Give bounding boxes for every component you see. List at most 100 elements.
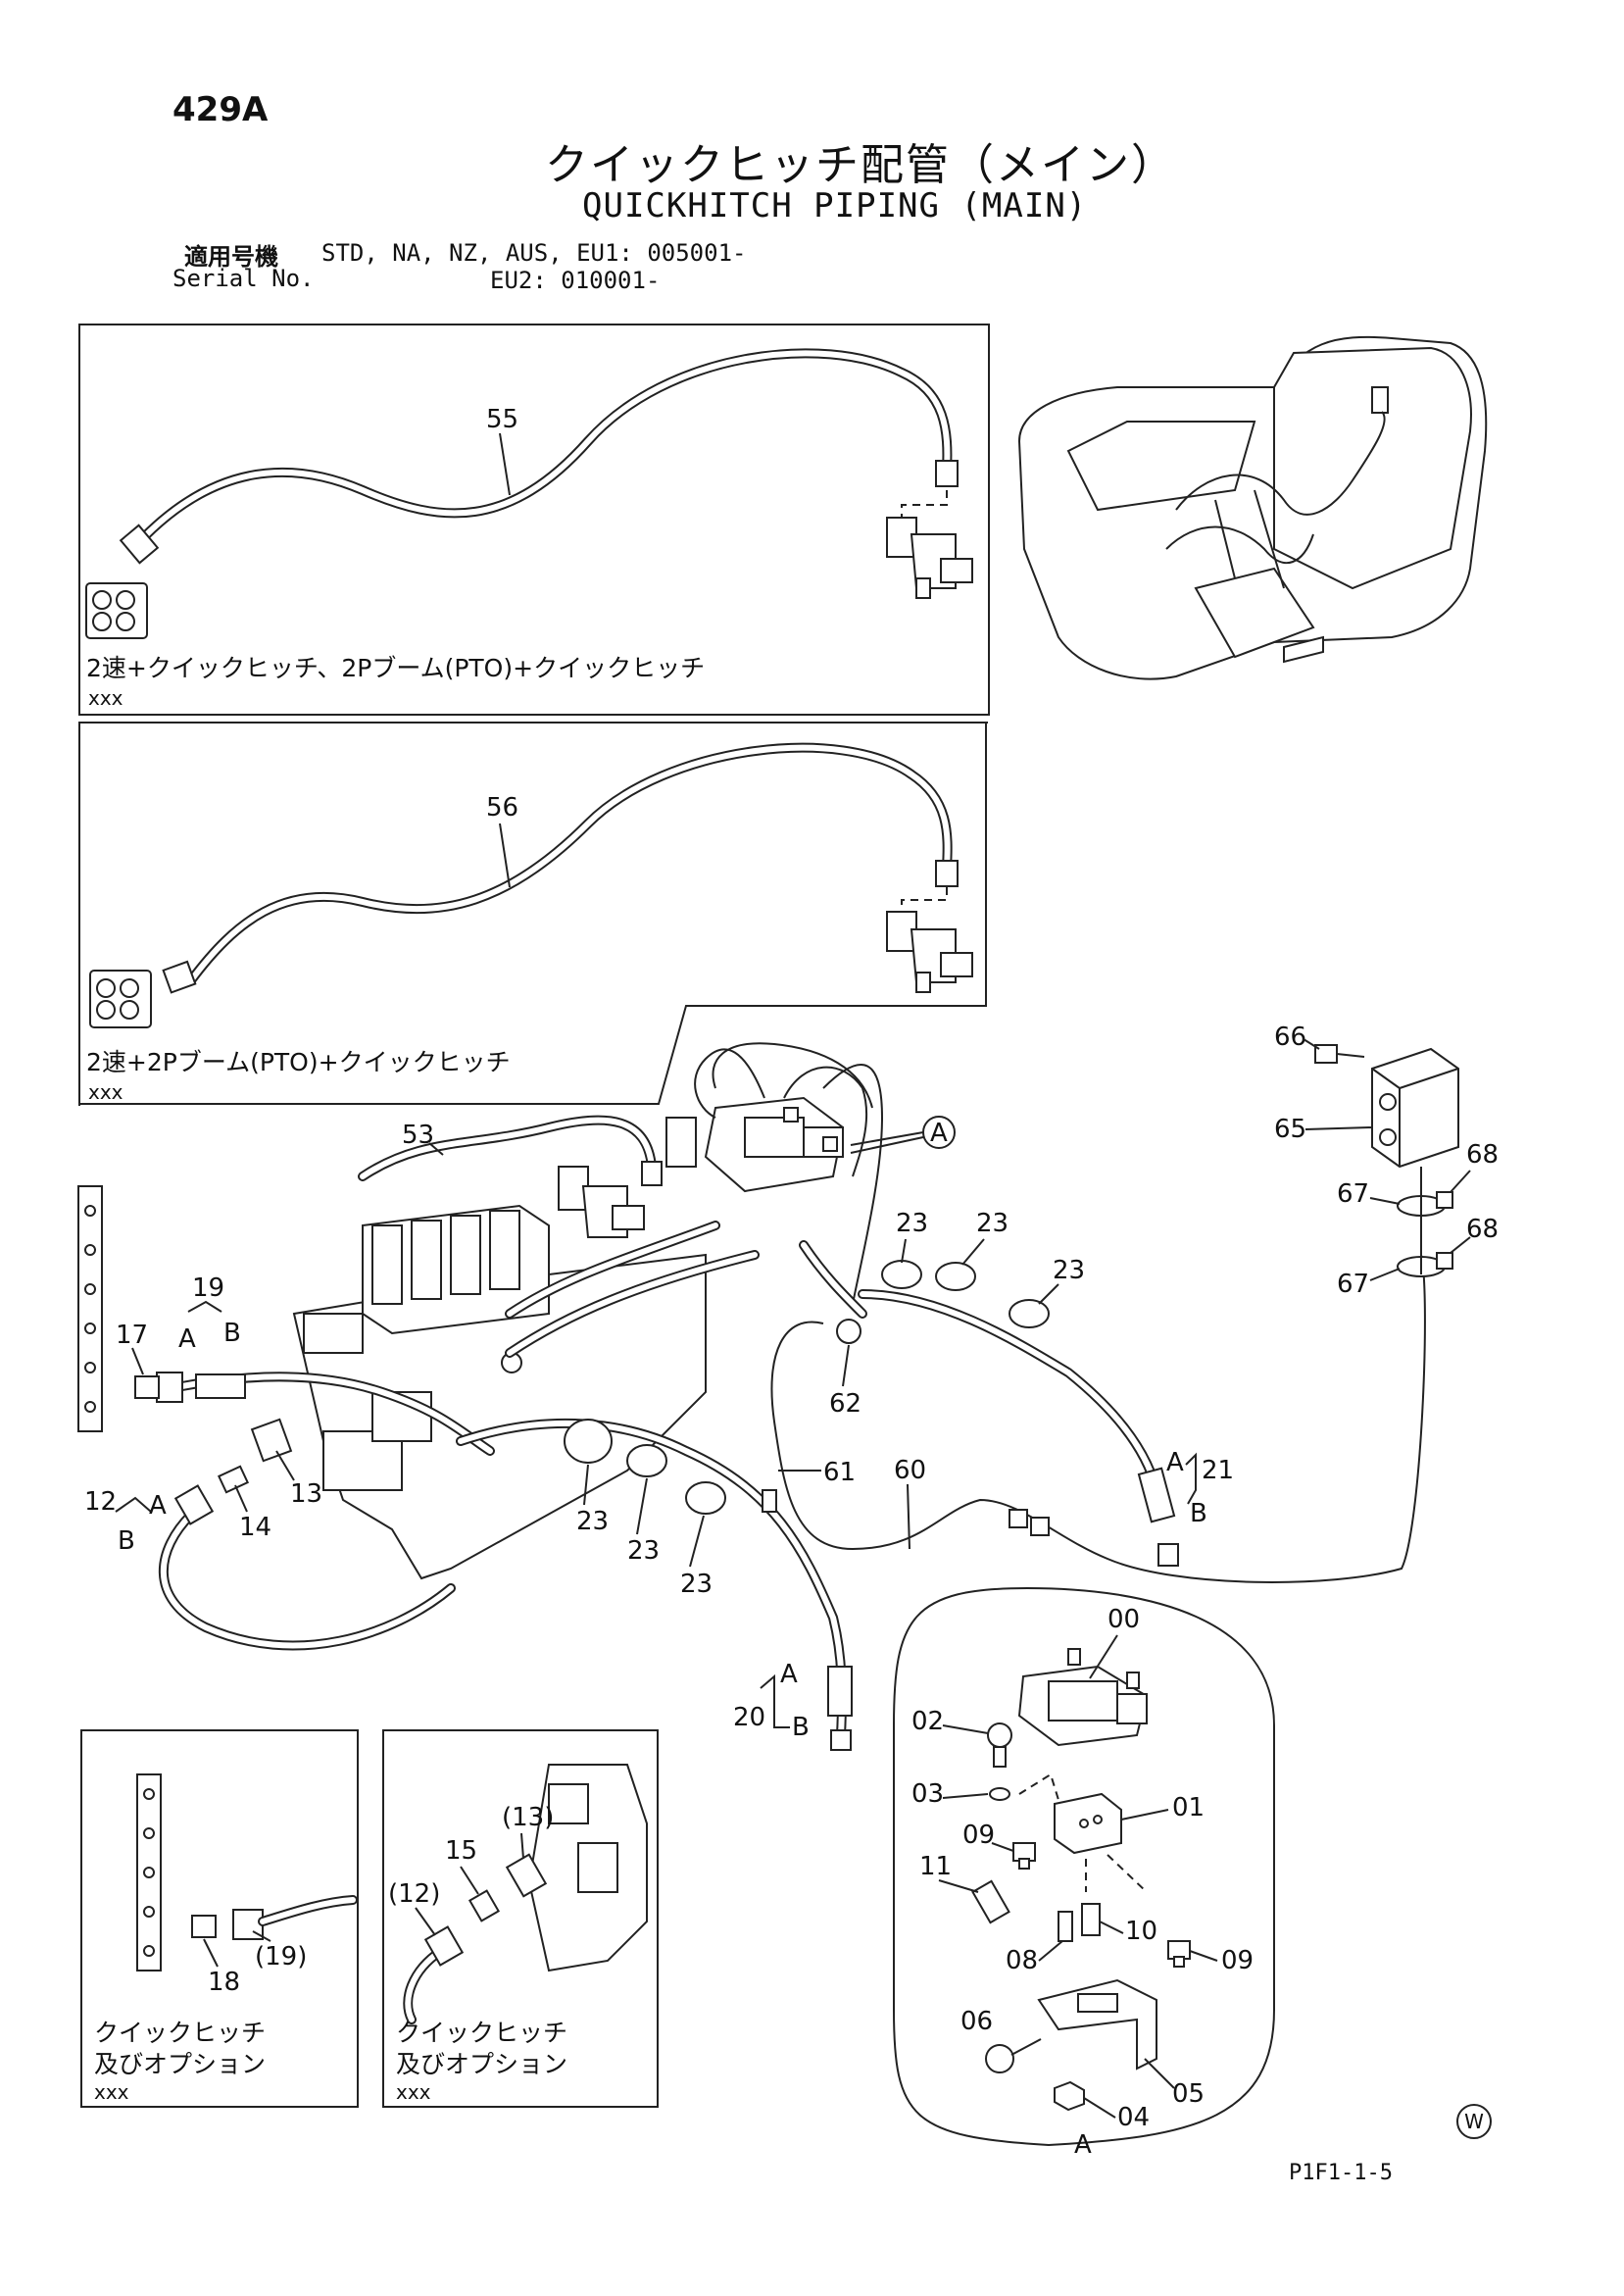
inset-box-2-frame <box>78 722 987 1105</box>
callout-10: 10 <box>1125 1917 1157 1946</box>
serial-line-2: EU2: 010001- <box>490 267 661 294</box>
callout-23-b: 23 <box>976 1209 1009 1238</box>
solenoid-valve-assembly <box>665 1048 868 1193</box>
inset-box-1-note: xxx <box>88 686 123 710</box>
valve-assembly-1 <box>886 490 973 599</box>
excavator-overview <box>1017 335 1488 680</box>
callout-60: 60 <box>894 1456 926 1485</box>
line-12 <box>158 1484 456 1651</box>
connector-1 <box>1009 1509 1028 1528</box>
callout-62: 62 <box>829 1389 861 1419</box>
detail-washer-03 <box>989 1787 1010 1801</box>
inset-3-line-19 <box>191 1895 358 1940</box>
callout-12: 12 <box>84 1487 117 1517</box>
callout-23-c: 23 <box>1053 1256 1085 1285</box>
adapter-14 <box>217 1465 250 1494</box>
inset-box-3 <box>80 1729 359 2108</box>
callout-09-a: 09 <box>962 1821 995 1850</box>
inset-box-4 <box>382 1729 659 2108</box>
callout-53: 53 <box>402 1121 434 1150</box>
title-japanese: クイックヒッチ配管（メイン） <box>545 140 1176 190</box>
callout-06: 06 <box>960 2007 993 2036</box>
inset-box-1-caption: 2速+クイックヒッチ、2Pブーム(PTO)+クイックヒッチ <box>86 654 706 682</box>
callout-19-b: B <box>223 1319 241 1348</box>
drawing-code: P1F1-1-5 <box>1289 2161 1393 2185</box>
hose-53 <box>358 1115 663 1186</box>
callout-68-a: 68 <box>1466 1140 1499 1170</box>
callout-67-a: 67 <box>1337 1179 1369 1209</box>
inset-4-adapter-15 <box>468 1889 501 1922</box>
screw-66 <box>1314 1044 1365 1064</box>
serial-label-jp: 適用号機 <box>184 243 278 271</box>
inset-4-adapter-13 <box>505 1853 548 1898</box>
inset-4-line-12 <box>403 1925 465 2024</box>
line-19 <box>156 1372 495 1456</box>
callout-19-paren: (19) <box>255 1942 307 1972</box>
valve-assembly-3 <box>558 1166 645 1238</box>
detail-bolt-06 <box>985 2038 1042 2073</box>
callout-a-circle: A <box>930 1119 948 1148</box>
harness-bundle <box>712 1042 884 1305</box>
line-21 <box>858 1289 1179 1567</box>
callout-01: 01 <box>1172 1793 1205 1822</box>
detail-fitting-11 <box>971 1879 1010 1924</box>
detail-fitting-09a <box>1012 1842 1036 1870</box>
callout-13-paren: (13) <box>502 1803 554 1832</box>
callout-23-a: 23 <box>896 1209 928 1238</box>
callout-23-d: 23 <box>576 1507 609 1536</box>
detail-manifold-01 <box>1054 1792 1122 1855</box>
circle-a-reference: A <box>850 1116 956 1154</box>
bracket-plate <box>77 1185 103 1432</box>
inset-box-2 <box>78 722 988 1106</box>
connector-2 <box>1030 1517 1050 1536</box>
callout-04: 04 <box>1117 2103 1150 2132</box>
connector-block-1 <box>85 582 148 639</box>
hose-56 <box>162 742 959 994</box>
inset-3-bracket <box>136 1773 162 1972</box>
callout-13: 13 <box>290 1479 322 1509</box>
callout-a-detail: A <box>1074 2130 1092 2160</box>
callout-56: 56 <box>486 793 518 823</box>
inset-box-3-caption-1: クイックヒッチ <box>94 2019 267 2047</box>
switch-box-65 <box>1371 1047 1459 1169</box>
callout-23-f: 23 <box>680 1570 713 1599</box>
callout-11: 11 <box>919 1852 952 1881</box>
callout-12-b: B <box>118 1526 135 1556</box>
callout-61: 61 <box>823 1458 856 1487</box>
callout-67-b: 67 <box>1337 1270 1369 1299</box>
callout-02: 02 <box>911 1707 944 1736</box>
callout-17: 17 <box>116 1321 148 1350</box>
callout-20: 20 <box>733 1703 765 1732</box>
callout-18: 18 <box>208 1968 240 1997</box>
connector-block-2 <box>89 970 152 1028</box>
callout-19: 19 <box>192 1273 224 1303</box>
inset-4-valve <box>527 1764 648 1972</box>
callout-21-a: A <box>1166 1448 1184 1477</box>
inset-box-2-caption: 2速+2Pブーム(PTO)+クイックヒッチ <box>86 1048 511 1076</box>
callout-00: 00 <box>1107 1605 1140 1634</box>
harness-60 <box>770 1254 1426 1583</box>
inset-box-3-note: xxx <box>94 2080 129 2104</box>
callout-12-paren: (12) <box>388 1879 440 1909</box>
detail-fitting-08 <box>1058 1911 1073 1942</box>
callout-19-a: A <box>178 1324 196 1354</box>
callout-21-b: B <box>1190 1499 1207 1528</box>
callout-68-b: 68 <box>1466 1215 1499 1244</box>
clip-61 <box>762 1489 777 1513</box>
page-number: 429A <box>172 90 269 129</box>
clip-62 <box>836 1319 861 1344</box>
adapter-17 <box>134 1375 160 1399</box>
callout-20-b: B <box>792 1713 810 1742</box>
hoses-center <box>505 1221 867 1358</box>
serial-line-1: STD, NA, NZ, AUS, EU1: 005001- <box>321 239 747 267</box>
detail-bracket-05 <box>1037 1978 1157 2071</box>
control-valve <box>292 1204 707 1580</box>
inset-box-4-caption-2: 及びオプション <box>396 2050 568 2078</box>
inset-box-1 <box>78 324 990 716</box>
inset-box-2-note: xxx <box>88 1080 123 1104</box>
adapter-13 <box>250 1418 293 1463</box>
detail-solenoid-00 <box>1017 1648 1149 1747</box>
serial-label-en: Serial No. <box>172 265 315 292</box>
inset-box-4-caption-1: クイックヒッチ <box>396 2019 568 2047</box>
